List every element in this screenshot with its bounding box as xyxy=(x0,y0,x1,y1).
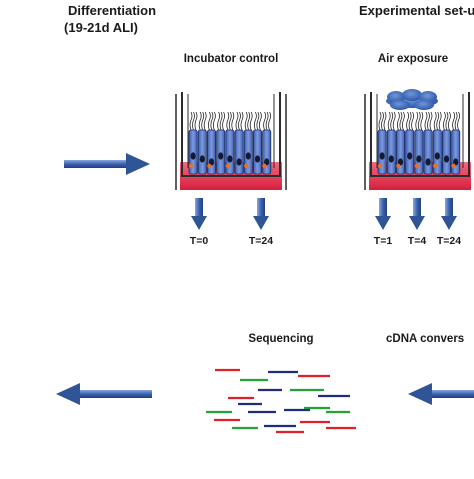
timepoint-arrow xyxy=(253,198,269,230)
timepoint-label: T=24 xyxy=(248,235,274,247)
cell xyxy=(405,129,415,175)
cell xyxy=(197,129,207,175)
differentiation-title: Differentiation xyxy=(67,3,157,18)
insert-wall xyxy=(370,92,470,177)
timepoint-arrow xyxy=(375,198,391,230)
experimental-setup-title: Experimental set-u xyxy=(359,3,474,18)
differentiation-subtitle: (19-21d ALI) xyxy=(64,20,138,35)
cell xyxy=(216,129,226,175)
insert-wall xyxy=(181,92,281,177)
arrow-to-sequencing xyxy=(56,383,152,405)
timepoint-label: T=1 xyxy=(373,235,393,247)
air-exposure-label: Air exposure xyxy=(377,53,449,65)
sequencing-reads xyxy=(206,368,356,434)
air-well xyxy=(364,89,471,190)
timepoint-arrow xyxy=(191,198,207,230)
timepoint-label: T=24 xyxy=(436,235,462,247)
incubator-control-label: Incubator control xyxy=(183,53,279,65)
epithelial-cell-layer xyxy=(377,111,461,175)
cdna-conversion-label: cDNA convers xyxy=(386,333,465,345)
cell xyxy=(234,129,244,175)
timepoint-label: T=4 xyxy=(407,235,427,247)
cell xyxy=(252,129,262,175)
timepoint-arrow xyxy=(409,198,425,230)
sequencing-label: Sequencing xyxy=(248,333,314,345)
cell xyxy=(423,129,433,175)
incubator-well xyxy=(175,92,287,190)
cell xyxy=(441,129,451,175)
arrow-to-incubator xyxy=(64,153,150,175)
epithelial-cell-layer xyxy=(188,111,272,175)
timepoint-arrow xyxy=(441,198,457,230)
arrow-to-cdna-left xyxy=(408,383,474,405)
air-cloud xyxy=(386,89,438,110)
timepoint-label: T=0 xyxy=(189,235,209,247)
cell xyxy=(386,129,396,175)
